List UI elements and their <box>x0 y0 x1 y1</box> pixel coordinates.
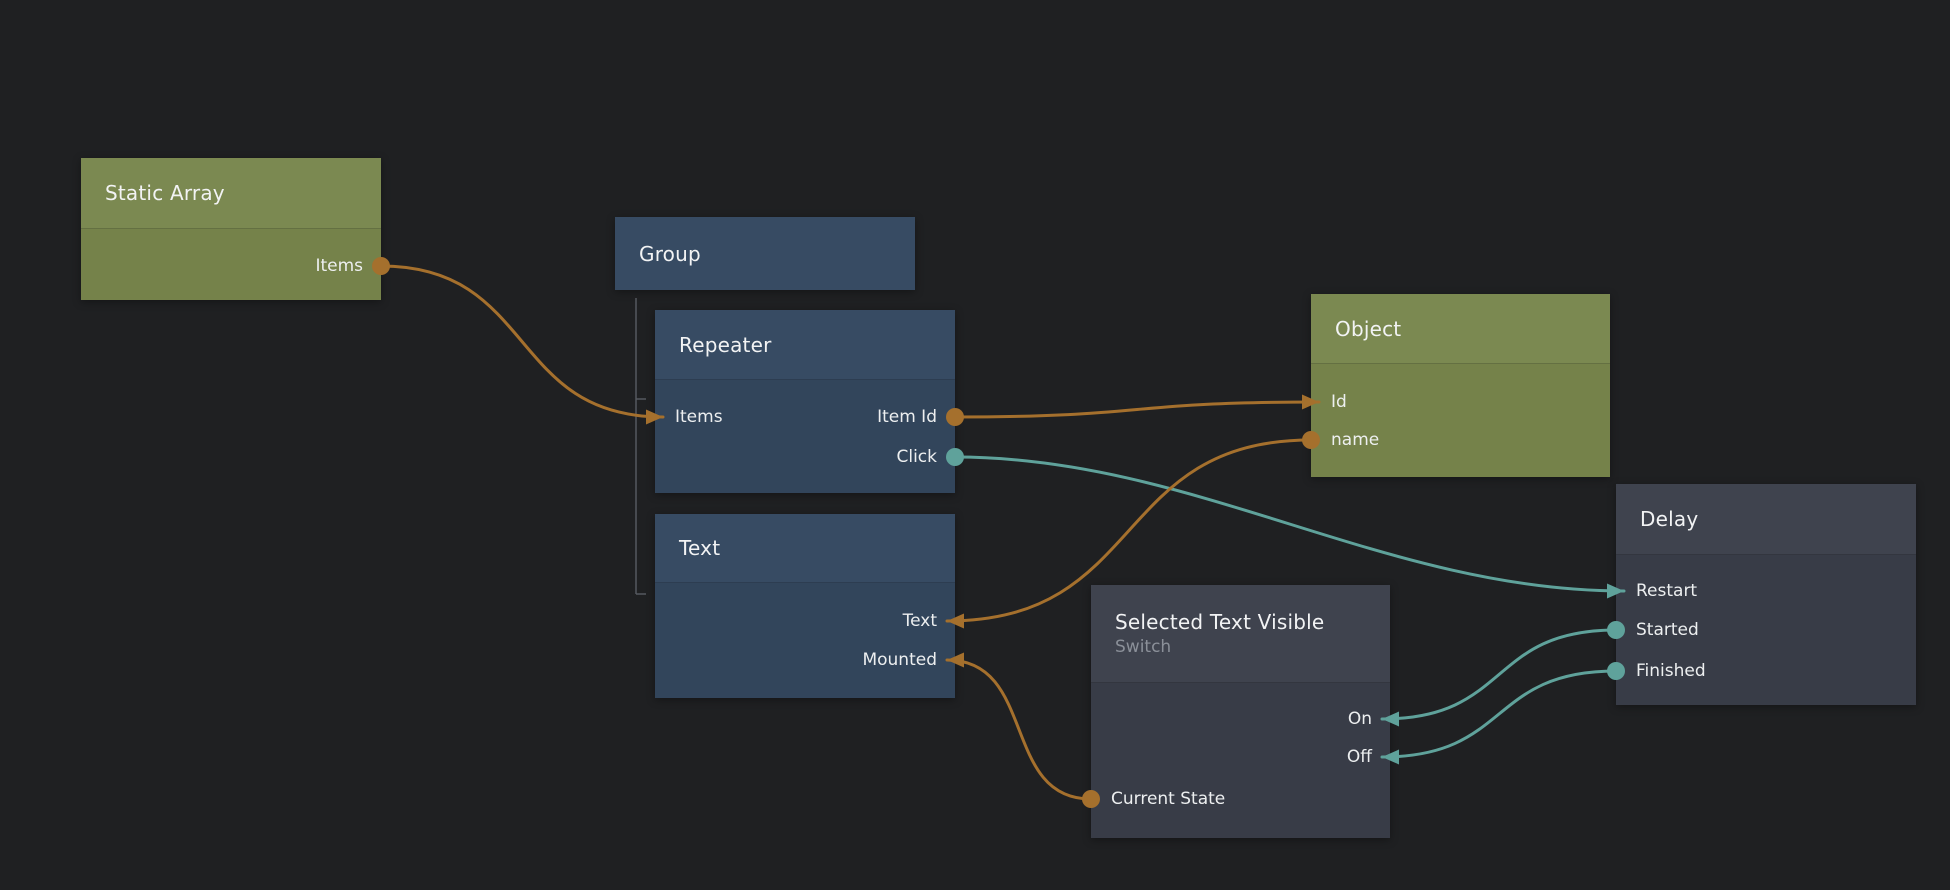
port-text-text[interactable]: Text <box>902 611 937 631</box>
port-switch-current-state[interactable]: Current State <box>1111 789 1226 809</box>
node-title: Text <box>679 536 721 560</box>
node-title: Object <box>1335 316 1402 341</box>
node-header-group[interactable]: Group <box>615 217 915 290</box>
node-header-object[interactable]: Object <box>1311 294 1610 364</box>
port-repeater-items[interactable]: Items <box>675 407 723 427</box>
node-title: Selected Text Visible <box>1115 610 1325 634</box>
port-switch-off[interactable]: Off <box>1346 747 1372 767</box>
wire-repeater-item-id-to-object-id[interactable] <box>953 400 1321 419</box>
wire-delay-finished-to-switch-off[interactable] <box>1380 669 1618 759</box>
node-subtitle: Switch <box>1115 637 1172 657</box>
port-object-id[interactable]: Id <box>1331 392 1347 412</box>
node-header-static-array[interactable]: Static Array <box>81 158 381 229</box>
node-header-delay[interactable]: Delay <box>1616 484 1916 555</box>
port-delay-started[interactable]: Started <box>1636 620 1699 640</box>
node-title: Repeater <box>679 332 772 357</box>
node-title: Group <box>639 241 701 266</box>
port-delay-restart[interactable]: Restart <box>1636 581 1698 601</box>
node-group[interactable]: Group <box>615 217 915 290</box>
port-switch-on[interactable]: On <box>1347 709 1372 729</box>
port-delay-finished[interactable]: Finished <box>1636 661 1706 681</box>
port-object-name[interactable]: name <box>1331 430 1380 450</box>
node-title: Static Array <box>105 181 225 205</box>
node-title: Delay <box>1640 507 1699 531</box>
port-repeater-click[interactable]: Click <box>896 447 937 467</box>
node-header-repeater[interactable]: Repeater <box>655 310 955 380</box>
wire-switch-current-state-to-text-mounted[interactable] <box>945 658 1093 801</box>
group-hierarchy-line <box>635 298 646 595</box>
port-static-array-items[interactable]: Items <box>315 256 363 276</box>
node-header-text[interactable]: Text <box>655 514 955 583</box>
port-text-mounted[interactable]: Mounted <box>862 650 937 670</box>
port-repeater-item-id[interactable]: Item Id <box>877 407 937 427</box>
wire-delay-started-to-switch-on[interactable] <box>1380 628 1618 721</box>
wire-repeater-click-to-delay-restart[interactable] <box>953 455 1626 593</box>
